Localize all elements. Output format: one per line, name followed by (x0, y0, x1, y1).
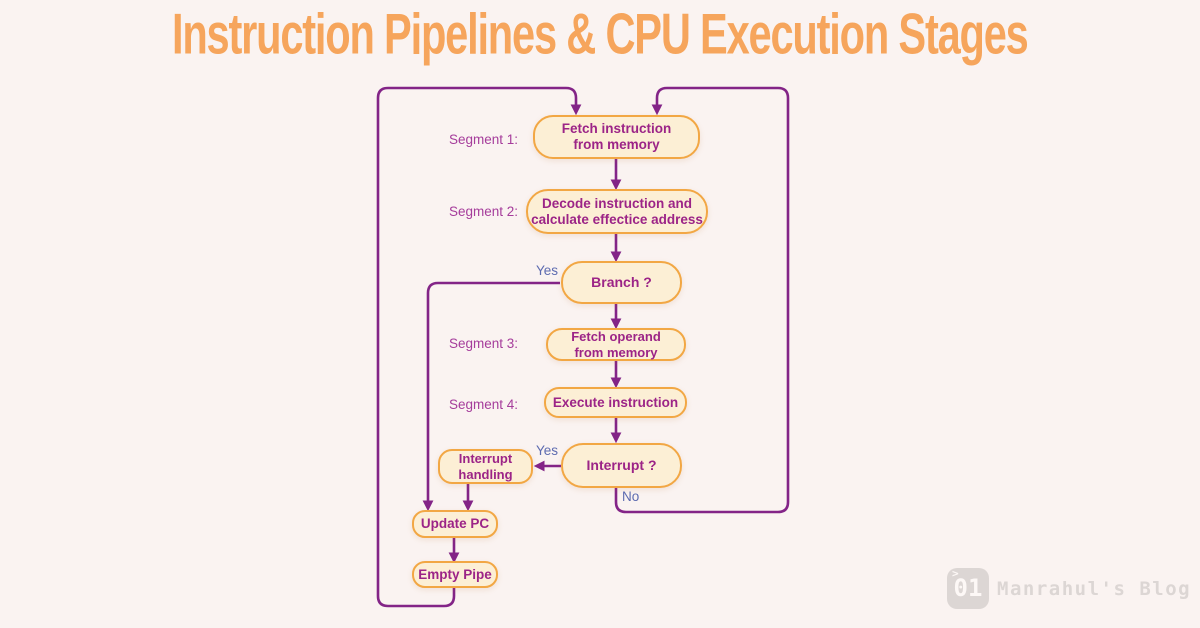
node-interrupt-decision: Interrupt ? (561, 443, 682, 488)
segment-label-2: Segment 2: (448, 204, 518, 219)
node-fetch-operand-label: Fetch operand from memory (571, 329, 661, 360)
node-empty-pipe-label: Empty Pipe (418, 566, 492, 582)
node-interrupt-handling: Interrupt handling (438, 449, 533, 484)
node-execute-instruction: Execute instruction (544, 387, 687, 418)
node-branch-decision-label: Branch ? (591, 274, 652, 291)
node-decode-instruction-label: Decode instruction and calculate effecti… (531, 195, 703, 227)
segment-label-1: Segment 1: (448, 132, 518, 147)
node-branch-decision: Branch ? (561, 261, 682, 304)
header: Instruction Pipelines & CPU Execution St… (0, 2, 1200, 67)
watermark-label: Manrahul's Blog (997, 577, 1192, 600)
watermark-badge-number: 01 (953, 574, 983, 602)
edge-label-branch-yes: Yes (535, 263, 558, 278)
node-fetch-instruction-label: Fetch instruction from memory (561, 121, 672, 152)
node-interrupt-handling-label: Interrupt handling (458, 451, 513, 482)
edge-right-loop-interrupt-no-to-fetch (614, 86, 790, 514)
node-update-pc-label: Update PC (420, 516, 490, 532)
watermark-badge: > 01 (947, 567, 989, 609)
node-interrupt-decision-label: Interrupt ? (586, 457, 657, 474)
edge-left-loop-empty-pipe-to-fetch (376, 86, 582, 608)
node-fetch-instruction: Fetch instruction from memory (533, 115, 700, 159)
node-update-pc: Update PC (412, 510, 498, 538)
edge-branch-yes-to-update-pc (422, 281, 560, 512)
watermark: > 01 Manrahul's Blog (947, 567, 1192, 609)
edge-label-interrupt-no: No (622, 489, 640, 504)
node-fetch-operand: Fetch operand from memory (546, 328, 686, 361)
segment-label-4: Segment 4: (448, 397, 518, 412)
segment-label-3: Segment 3: (448, 336, 518, 351)
prompt-caret-icon: > (952, 567, 959, 580)
edge-label-interrupt-yes: Yes (535, 443, 558, 458)
node-execute-instruction-label: Execute instruction (552, 394, 679, 410)
node-empty-pipe: Empty Pipe (412, 561, 498, 588)
page-title: Instruction Pipelines & CPU Execution St… (172, 3, 1029, 67)
node-decode-instruction: Decode instruction and calculate effecti… (526, 189, 708, 234)
